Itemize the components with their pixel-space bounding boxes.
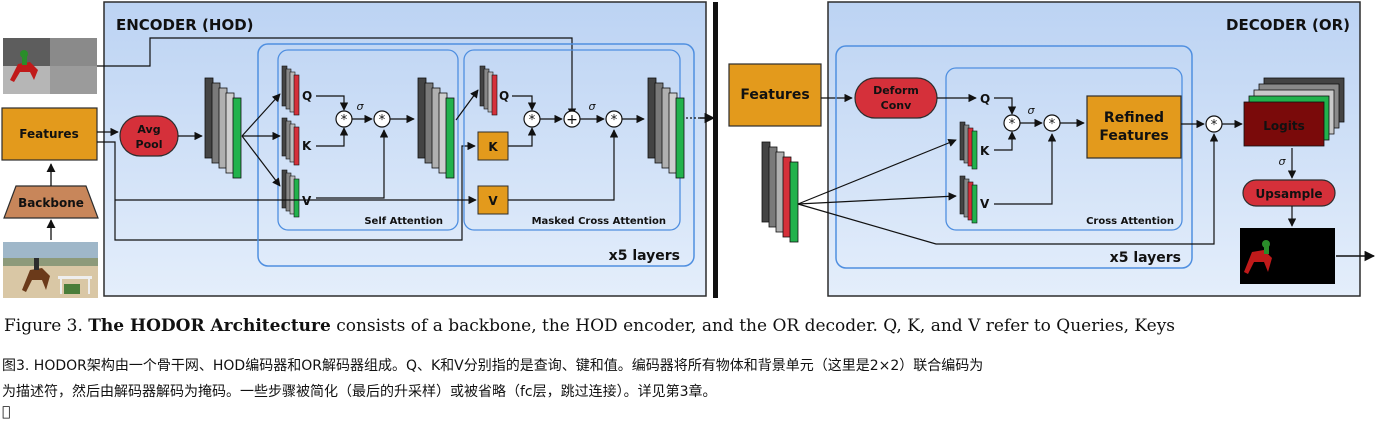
svg-text:*: * (529, 113, 536, 128)
dec-v-stack (959, 175, 978, 224)
svg-text:Upsample: Upsample (1256, 187, 1323, 201)
cross-attention-label: Cross Attention (1086, 216, 1174, 227)
features-box-encoder: Features (1, 107, 98, 161)
self-q-label: Q (302, 89, 312, 103)
avg-pool-op: Avg Pool (119, 115, 179, 157)
caption-chinese: 图3. HODOR架构由一个骨干网、HOD编码器和OR解码器组成。Q、K和V分别… (2, 353, 1374, 405)
self-attention-label: Self Attention (364, 216, 443, 227)
caption-text: consists of a backbone, the HOD encoder,… (330, 316, 1176, 336)
svg-text:*: * (1009, 117, 1016, 132)
deform-conv-op: Deform Conv (854, 77, 938, 119)
input-photo (3, 242, 98, 298)
caption-title: The HODOR Architecture (88, 316, 331, 336)
encoder-x5-layers: x5 layers (609, 248, 680, 264)
encoder-panel (103, 1, 707, 297)
decoder-title: DECODER (OR) (1226, 16, 1350, 34)
cross-sigma: σ (589, 100, 597, 113)
logits-stack: Logits (1243, 77, 1345, 147)
output-mask (1240, 228, 1335, 284)
dec-v-label: V (980, 197, 990, 211)
decoder-layers-container (835, 45, 1193, 269)
svg-text:V: V (488, 194, 498, 208)
decoder-descriptor-stack (761, 141, 799, 243)
dec-q-label: Q (980, 92, 990, 106)
self-q-stack (281, 65, 300, 116)
dec-k-label: K (980, 144, 990, 158)
encoder-title: ENCODER (HOD) (116, 16, 254, 34)
descriptor-stack-2 (417, 77, 455, 179)
self-v-label: V (302, 194, 312, 208)
svg-text:Refined: Refined (1104, 110, 1164, 126)
cross-q-label: Q (499, 89, 509, 103)
svg-text:*: * (1049, 117, 1056, 132)
refined-features-box: Refined Features (1086, 95, 1182, 159)
svg-text:Features: Features (19, 127, 78, 141)
svg-text:*: * (379, 113, 386, 128)
mask-thumbnail (3, 38, 97, 94)
cross-q-stack (479, 65, 498, 116)
cross-attention-block (945, 67, 1183, 231)
masked-cross-attention-label: Masked Cross Attention (532, 216, 666, 227)
dec-k-stack (959, 121, 978, 170)
svg-text:Features: Features (740, 87, 809, 103)
architecture-diagram: ENCODER (HOD) DECODER (OR) Backbone Feat… (1, 1, 1376, 298)
features-box-decoder: Features (728, 63, 822, 127)
divider-bar (713, 2, 718, 298)
caption-chinese-line-1: 图3. HODOR架构由一个骨干网、HOD编码器和OR解码器组成。Q、K和V分别… (2, 358, 984, 374)
self-v-stack (281, 169, 300, 218)
caption-end-mark: 􀀀 (2, 404, 11, 420)
dec-sigma: σ (1028, 104, 1036, 117)
svg-text:Pool: Pool (136, 138, 163, 151)
cross-k-box: K (477, 131, 509, 161)
decoder-x5-layers: x5 layers (1110, 250, 1181, 266)
caption-chinese-line-2: 为描述符，然后由解码器解码为掩码。一些步骤被简化（最后的升采样）或被省略（fc层… (2, 384, 717, 400)
cross-v-box: V (477, 185, 509, 215)
svg-text:K: K (488, 140, 498, 154)
descriptor-stack-1 (204, 77, 242, 179)
svg-text:Backbone: Backbone (18, 196, 84, 210)
svg-text:Features: Features (1099, 128, 1168, 144)
svg-text:*: * (341, 113, 348, 128)
svg-text:*: * (611, 113, 618, 128)
svg-text:Deform: Deform (873, 84, 919, 97)
logits-sigma: σ (1279, 155, 1287, 168)
svg-text:*: * (1211, 118, 1218, 133)
svg-text:Logits: Logits (1263, 119, 1304, 133)
svg-text:Avg: Avg (137, 123, 160, 136)
svg-text:+: + (566, 112, 578, 128)
descriptor-stack-3 (647, 77, 685, 179)
self-k-label: K (302, 139, 312, 153)
caption-figure-label: Figure 3. (4, 316, 83, 336)
upsample-op: Upsample (1242, 179, 1336, 207)
self-k-stack (281, 117, 300, 166)
self-sigma: σ (357, 100, 365, 113)
svg-text:Conv: Conv (881, 99, 912, 112)
backbone-block: Backbone (3, 185, 99, 219)
caption-english: Figure 3. The HODOR Architecture consist… (4, 316, 1376, 340)
encoder-layers-container (257, 43, 695, 267)
